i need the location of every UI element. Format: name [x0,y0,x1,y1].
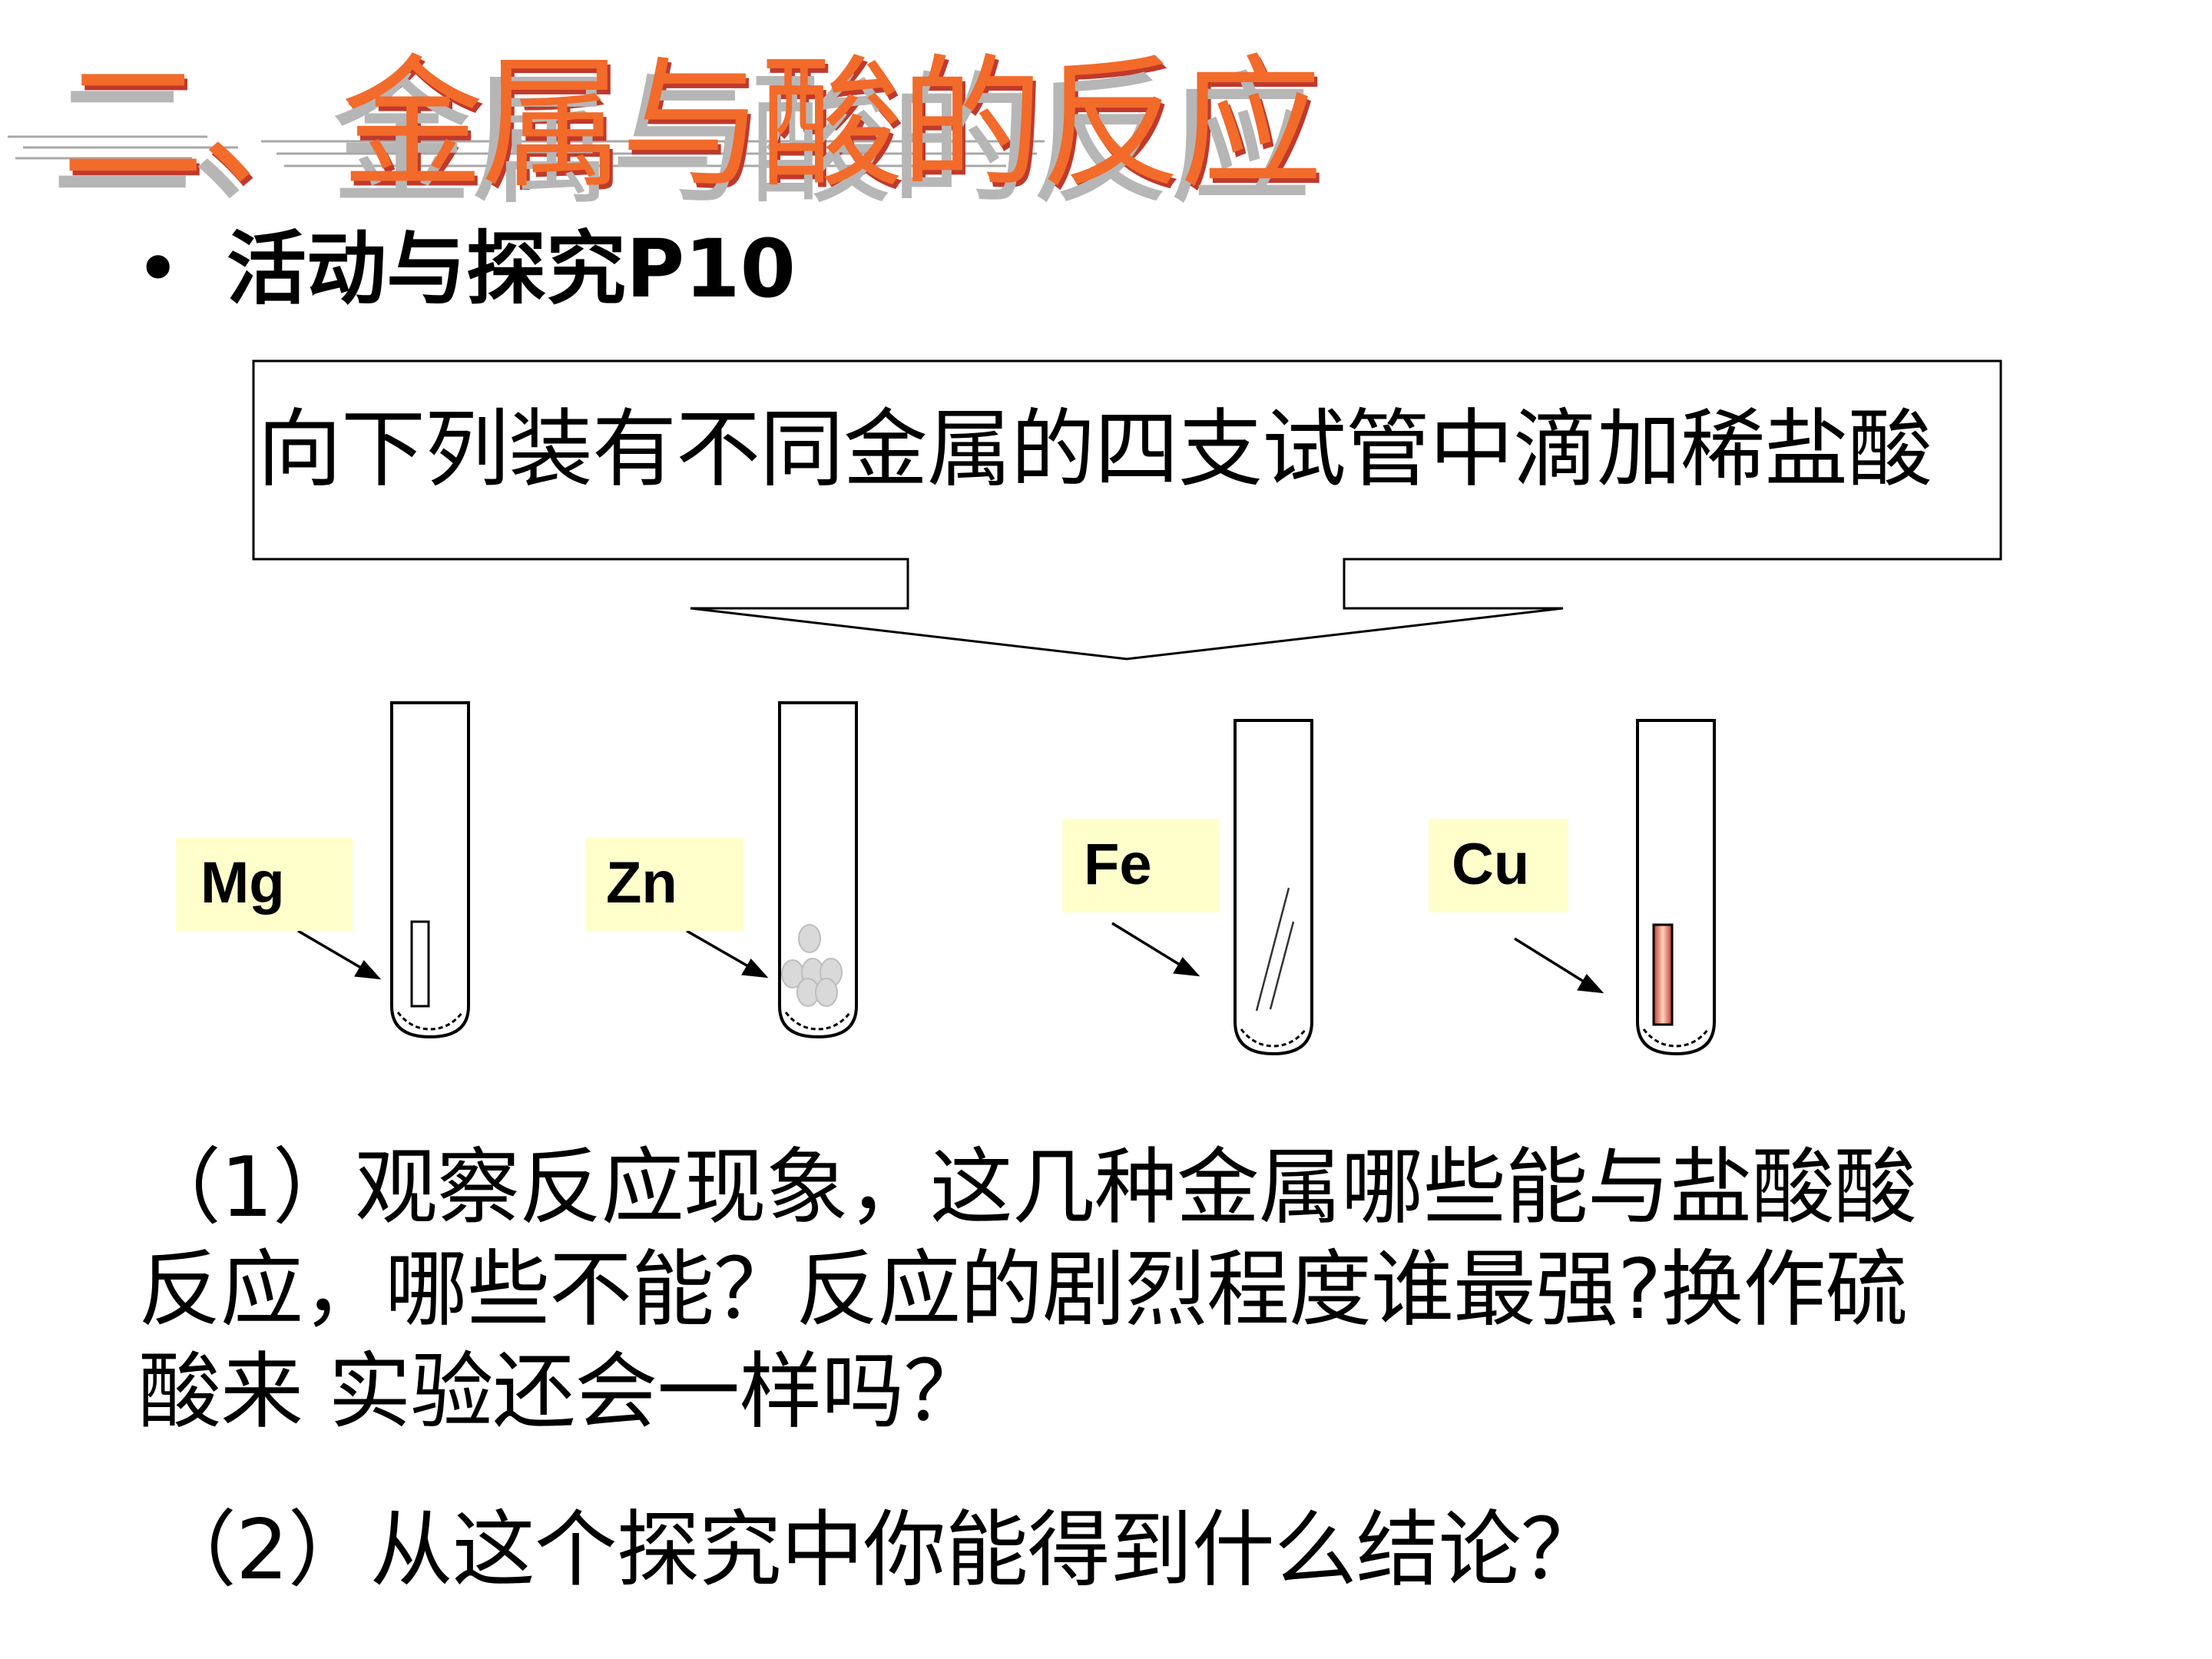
arrow-cu [1514,937,1604,994]
label-zn: Zn [586,837,743,931]
mg-ribbon [410,920,430,1008]
bullet-text: 活动与探究P10 [227,222,796,316]
cu-strip [1652,923,1674,1026]
bullet-dot: • [134,222,182,316]
test-tubes-diagram [297,701,1716,1056]
question-1: （1）观察反应现象，这几种金属哪些能与盐酸酸 反应，哪些不能？反应的剧烈程度谁最… [138,1137,2166,1443]
label-cu: Cu [1429,819,1568,912]
test-tube-fe [1233,719,1313,1056]
arrow-mg [297,929,382,980]
test-tube-cu [1636,719,1716,1056]
arrow-zn [686,929,769,979]
test-tube-mg [390,701,470,1039]
fe-wire [1255,887,1295,1012]
label-fe: Fe [1062,819,1220,912]
test-tube-zn [778,701,858,1039]
question-1-line-2: 反应，哪些不能？反应的剧烈程度谁最强?换作硫 [138,1242,1908,1338]
question-1-line-3: 酸来 实验还会一样吗？ [138,1344,986,1440]
title-shadow-streaks [8,135,1045,167]
slide-title: 二、金属与酸的反应 [61,41,1323,207]
question-2: （2）从这个探究中你能得到什么结论？ [154,1502,1604,1598]
bullet-item: • 活动与探究P10 [134,219,796,319]
label-mg: Mg [176,837,353,931]
arrow-fe [1111,922,1200,977]
callout-text: 向下列装有不同金属的四支试管中滴加稀盐酸 [257,400,1932,498]
zn-granules [781,924,843,1007]
question-1-line-1: （1）观察反应现象，这几种金属哪些能与盐酸酸 [138,1140,1917,1236]
